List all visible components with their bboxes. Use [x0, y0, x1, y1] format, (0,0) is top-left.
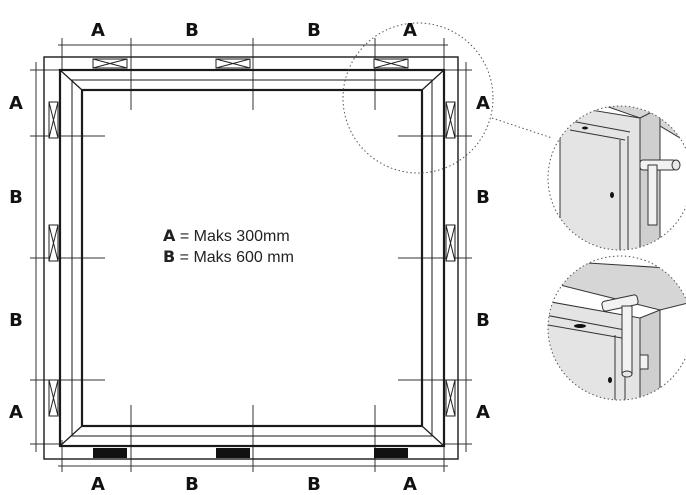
fixing-block [445, 101, 456, 139]
legend-line-b: B = Maks 600 mm [163, 247, 294, 266]
fixing-block [445, 379, 456, 417]
fixing-block [48, 101, 59, 139]
fixing-blocks-top [92, 58, 409, 69]
dim-label-top-b1: B [185, 20, 199, 41]
dim-label-left-a2: A [9, 402, 23, 423]
fixing-block [215, 58, 251, 69]
dim-label-left-b2: B [9, 310, 23, 331]
left-dimension-labels: A B B A [9, 93, 23, 423]
detail-callout [342, 22, 553, 174]
fixing-blocks-left [48, 101, 59, 417]
fixing-block [48, 224, 59, 262]
fixing-block [92, 58, 128, 69]
dim-label-right-a1: A [476, 93, 490, 114]
dim-label-top-b2: B [307, 20, 321, 41]
bottom-dimension-labels: A B B A [91, 474, 417, 495]
dim-label-bottom-a2: A [403, 474, 417, 495]
detail-view-top-fixing [547, 105, 686, 251]
fixing-block [48, 379, 59, 417]
fixing-block [216, 448, 250, 458]
fixing-block [373, 58, 409, 69]
fixing-block [93, 448, 127, 458]
fixing-blocks-bottom [93, 448, 408, 458]
legend: A = Maks 300mm B = Maks 600 mm [163, 226, 294, 266]
dim-label-top-a2: A [403, 20, 417, 41]
fixing-block [374, 448, 408, 458]
dim-label-bottom-a1: A [91, 474, 105, 495]
fixing-blocks-right [445, 101, 456, 417]
dim-label-bottom-b1: B [185, 474, 199, 495]
detail-view-bottom-fixing [547, 255, 686, 401]
legend-text-a: = Maks 300mm [175, 228, 289, 245]
legend-line-a: A = Maks 300mm [163, 226, 290, 245]
legend-text-b: = Maks 600 mm [175, 249, 294, 266]
dim-label-left-a1: A [9, 93, 23, 114]
window-frame [43, 56, 459, 460]
right-dimension-line [398, 62, 472, 452]
legend-key-a: A [163, 226, 176, 245]
dim-label-left-b1: B [9, 187, 23, 208]
top-dimension-line [58, 38, 448, 110]
right-dimension-labels: A B B A [476, 93, 490, 423]
dim-label-right-b2: B [476, 310, 490, 331]
bottom-dimension-line [58, 405, 448, 472]
left-dimension-line [30, 62, 105, 452]
top-dimension-labels: A B B A [91, 20, 417, 41]
legend-key-b: B [163, 247, 175, 266]
dim-label-right-b1: B [476, 187, 490, 208]
dim-label-bottom-b2: B [307, 474, 321, 495]
dim-label-top-a1: A [91, 20, 105, 41]
dim-label-right-a2: A [476, 402, 490, 423]
fixing-block [445, 224, 456, 262]
